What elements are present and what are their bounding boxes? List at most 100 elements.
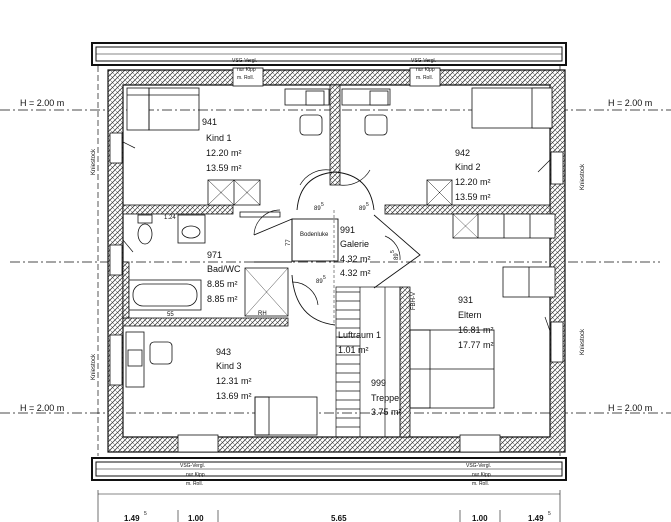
room-label-kind1: 941 Kind 1 12.20 m² 13.59 m²	[202, 117, 242, 173]
svg-text:999: 999	[371, 378, 386, 388]
washbasin	[177, 214, 206, 244]
svg-text:89: 89	[359, 206, 366, 212]
svg-text:5: 5	[321, 202, 324, 208]
bed-kind3	[254, 396, 318, 436]
svg-text:12.20 m²: 12.20 m²	[455, 177, 491, 187]
bed-eltern	[409, 329, 495, 409]
wardrobe-kind2	[452, 213, 556, 239]
svg-text:941: 941	[202, 117, 217, 127]
window-label-bottom-right-2: nur Kipp	[472, 472, 491, 478]
svg-text:89: 89	[394, 253, 400, 260]
shaft-box-1	[207, 179, 261, 206]
dim-4: 1.00	[472, 514, 488, 522]
svg-text:4.32 m²: 4.32 m²	[340, 254, 371, 264]
bodenluke-label: Bodenluke	[300, 232, 329, 238]
svg-text:991: 991	[340, 225, 355, 235]
desk-kind2	[341, 88, 391, 136]
window-label-bottom-left-3: m. Roll.	[186, 481, 203, 487]
svg-text:5: 5	[144, 511, 147, 517]
window-frames	[109, 67, 564, 453]
width-55-label: 55	[167, 312, 174, 318]
desk-kind3	[125, 331, 173, 388]
level-label-top-right: H = 2.00 m	[608, 98, 652, 108]
window-label-top-right-1: VSG-Vergl.	[411, 58, 436, 64]
svg-text:5: 5	[366, 202, 369, 208]
toilet	[137, 214, 153, 245]
knee-wall-label-left-1: Kniestock	[91, 148, 97, 175]
svg-text:1.49: 1.49	[124, 514, 140, 522]
svg-text:1.00: 1.00	[472, 514, 488, 522]
level-label-bottom-left: H = 2.00 m	[20, 403, 64, 413]
svg-text:Kind 1: Kind 1	[206, 133, 232, 143]
window-label-top-left-2: nur Kipp	[237, 67, 256, 73]
room-label-eltern: 931 Eltern 16.81 m² 17.77 m²	[458, 295, 494, 350]
svg-text:1.01 m²: 1.01 m²	[338, 345, 369, 355]
svg-text:13.69 m²: 13.69 m²	[216, 391, 252, 401]
svg-text:13.59 m²: 13.59 m²	[455, 192, 491, 202]
svg-text:Kind 2: Kind 2	[455, 162, 481, 172]
room-label-kind2: 942 Kind 2 12.20 m² 13.59 m²	[455, 148, 491, 202]
window-label-top-left-1: VSG-Vergl.	[232, 58, 257, 64]
svg-text:12.31 m²: 12.31 m²	[216, 376, 252, 386]
svg-text:3.75 m²: 3.75 m²	[371, 407, 402, 417]
svg-text:89: 89	[316, 279, 323, 285]
dim-1: 1.49 5	[124, 511, 147, 522]
window-label-bottom-right-3: m. Roll.	[472, 481, 489, 487]
staircase	[335, 286, 401, 438]
width-77-label: 77	[286, 239, 292, 246]
svg-text:971: 971	[207, 250, 222, 260]
svg-text:931: 931	[458, 295, 473, 305]
wardrobe-eltern	[502, 266, 556, 298]
room-label-luftraum: Luftraum 1 1.01 m²	[338, 330, 381, 355]
svg-text:89: 89	[314, 206, 321, 212]
svg-text:943: 943	[216, 347, 231, 357]
rh-label: RH	[258, 311, 267, 317]
level-label-top-left: H = 2.00 m	[20, 98, 64, 108]
svg-text:Kind 3: Kind 3	[216, 361, 242, 371]
door-dim-3: 895	[316, 275, 326, 285]
svg-text:5: 5	[390, 250, 396, 253]
svg-text:17.77 m²: 17.77 m²	[458, 340, 494, 350]
window-label-bottom-left-2: nur Kipp	[186, 472, 205, 478]
dim-3: 5.65	[331, 514, 347, 522]
svg-text:Luftraum 1: Luftraum 1	[338, 330, 381, 340]
roof-eave-top	[91, 42, 567, 66]
window-label-top-right-2: nur Kipp	[416, 67, 435, 73]
window-label-bottom-right-1: VSG-Vergl.	[466, 463, 491, 469]
svg-text:942: 942	[455, 148, 470, 158]
towel-rail	[239, 211, 281, 218]
door-dim-2: 895	[359, 202, 369, 212]
room-label-treppe: 999 Treppe 3.75 m²	[371, 378, 402, 417]
gallery-area	[253, 171, 421, 326]
svg-text:5: 5	[323, 275, 326, 281]
svg-text:8.85 m²: 8.85 m²	[207, 294, 238, 304]
dim-5: 1.49 5	[528, 511, 551, 522]
svg-text:8.85 m²: 8.85 m²	[207, 279, 238, 289]
roof-eave-bottom	[91, 457, 567, 481]
knee-wall-label-right-1: Kniestock	[580, 163, 586, 190]
window-label-top-right-3: m. Roll.	[416, 75, 433, 81]
desk-kind1	[284, 88, 330, 136]
room-label-kind3: 943 Kind 3 12.31 m² 13.69 m²	[216, 347, 252, 401]
width-124-label: 1.24	[164, 215, 176, 221]
svg-text:5: 5	[548, 511, 551, 517]
room-label-bad: 971 Bad/WC 8.85 m² 8.85 m²	[207, 250, 241, 304]
level-label-bottom-right: H = 2.00 m	[608, 403, 652, 413]
shower	[244, 267, 289, 317]
svg-text:Galerie: Galerie	[340, 239, 369, 249]
shaft-box-2	[426, 179, 453, 206]
svg-text:1.49: 1.49	[528, 514, 544, 522]
svg-text:Eltern: Eltern	[458, 310, 482, 320]
svg-text:5.65: 5.65	[331, 514, 347, 522]
door-dim-4: 895	[390, 250, 400, 260]
svg-text:1.00: 1.00	[188, 514, 204, 522]
door-dim-1: 895	[314, 202, 324, 212]
knee-wall-label-left-2: Kniestock	[91, 353, 97, 380]
doors	[122, 141, 556, 346]
fbh-label: FBH-V	[411, 292, 417, 310]
interior-walls	[122, 84, 551, 438]
svg-text:Bad/WC: Bad/WC	[207, 264, 241, 274]
svg-text:13.59 m²: 13.59 m²	[206, 163, 242, 173]
svg-text:Treppe: Treppe	[371, 393, 399, 403]
